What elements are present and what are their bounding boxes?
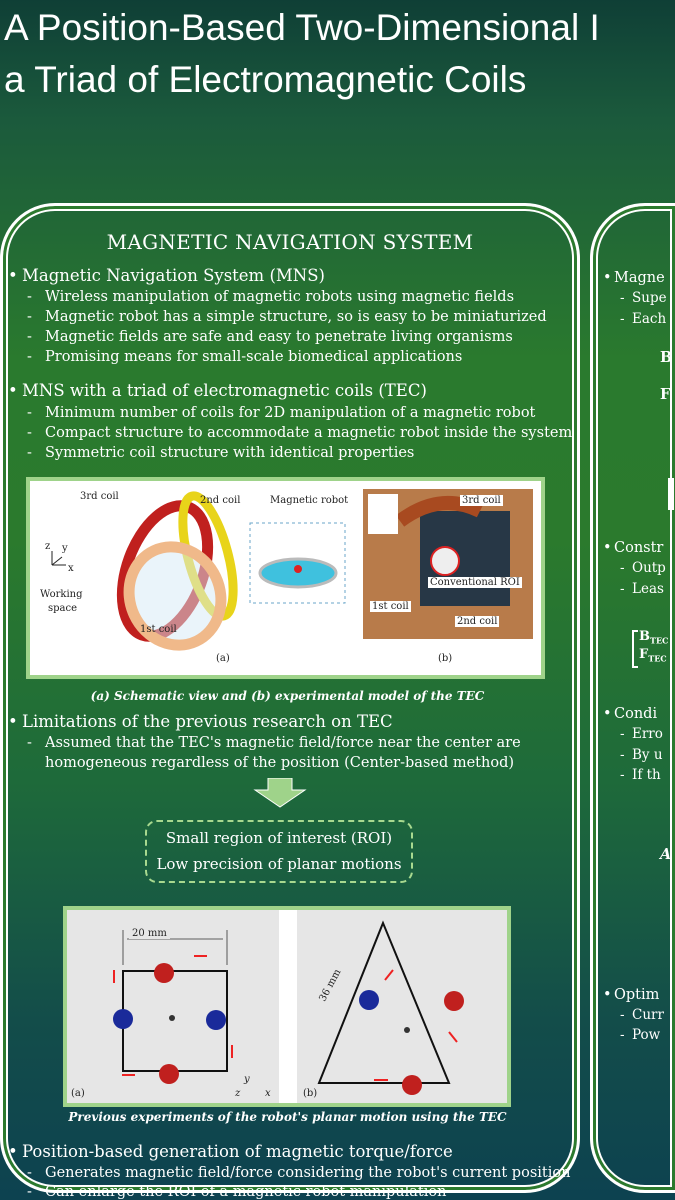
label-2nd-coil: 2nd coil [200,495,241,506]
equation-box [668,478,674,510]
list-item: -Magnetic fields are safe and easy to pe… [27,329,513,345]
label-b: (b) [438,653,453,664]
equation-f: F [660,386,671,403]
poster-title-line1: A Position-Based Two-Dimensional I [4,7,600,48]
list-item: -Promising means for small-scale biomedi… [27,349,463,365]
down-arrow-icon [253,778,307,808]
section-title: MAGNETIC NAVIGATION SYSTEM [106,230,474,254]
matrix-bracket [632,630,638,668]
list-item: -Pow [620,1027,661,1043]
matrix-f: FTEC [639,647,667,664]
list-item: -Minimum number of coils for 2D manipula… [27,405,536,421]
left-panel [0,203,580,1193]
axis-z: z [235,1088,241,1099]
list-item: -By u [620,747,663,763]
photo-conventional-roi: Conventional ROI [428,577,522,588]
axis-y: y [62,543,68,554]
label-1st-coil: 1st coil [140,624,177,635]
bullet-mns: •Magnetic Navigation System (MNS) [8,266,325,285]
list-item: -Supe [620,290,667,306]
list-item: -Generates magnetic field/force consider… [27,1165,571,1181]
poster-title-line2: a Triad of Electromagnetic Coils [4,59,527,100]
figure-planar-caption: Previous experiments of the robot's plan… [68,1110,507,1124]
equation-b: B [660,349,673,366]
bullet-limitations: •Limitations of the previous research on… [8,712,393,731]
right-panel [590,203,675,1193]
list-item: -Can enlarge the ROI of a magnetic robot… [27,1184,447,1200]
label-a: (a) [216,653,230,664]
label-space: space [48,603,78,614]
list-item: -Compact structure to accommodate a magn… [27,425,573,441]
list-item: homogeneous regardless of the position (… [45,755,515,771]
right-bullet-4: •Optim [603,987,660,1003]
bullet-tec: •MNS with a triad of electromagnetic coi… [8,381,427,400]
list-item: -Outp [620,560,666,576]
bullet-position-based: •Position-based generation of magnetic t… [8,1142,453,1161]
dimension-20mm: 20 mm [129,928,170,939]
label-a: (a) [71,1088,85,1099]
axis-x: x [68,563,74,574]
label-3rd-coil: 3rd coil [80,491,119,502]
roi-line2: Low precision of planar motions [156,855,402,873]
list-item: -Leas [620,581,664,597]
planar-motion-plots [113,910,464,1103]
right-bullet-2: •Constr [603,540,664,556]
photo-2nd-coil: 2nd coil [455,616,500,627]
list-item: -Wireless manipulation of magnetic robot… [27,289,515,305]
matrix-b: BTEC [639,629,669,646]
roi-limitation-box: Small region of interest (ROI) Low preci… [145,820,413,883]
equation-a: A [660,846,672,863]
coil-schematic [51,489,533,651]
list-item: -Each [620,311,667,327]
list-item: -Magnetic robot has a simple structure, … [27,309,547,325]
photo-3rd-coil: 3rd coil [460,495,503,506]
label-working: Working [40,589,83,600]
figure-tec-caption: (a) Schematic view and (b) experimental … [90,689,485,703]
figure-planar-motion: 20 mm 36 mm (a) (b) z y x [63,906,511,1107]
axis-x: x [265,1088,271,1099]
right-bullet-1: •Magne [603,270,665,286]
list-item: -Assumed that the TEC's magnetic field/f… [27,735,521,751]
list-item: -Erro [620,726,663,742]
label-b: (b) [303,1088,318,1099]
list-item: -If th [620,767,661,783]
list-item: -Curr [620,1007,664,1023]
figure-tec: 3rd coil 2nd coil Magnetic robot Working… [26,477,545,679]
label-magnetic-robot: Magnetic robot [270,495,349,506]
axis-y: y [244,1074,250,1085]
photo-1st-coil: 1st coil [370,601,411,612]
roi-line1: Small region of interest (ROI) [165,829,393,847]
right-bullet-3: •Condi [603,706,658,722]
list-item: -Symmetric coil structure with identical… [27,445,415,461]
axis-z: z [45,541,51,552]
